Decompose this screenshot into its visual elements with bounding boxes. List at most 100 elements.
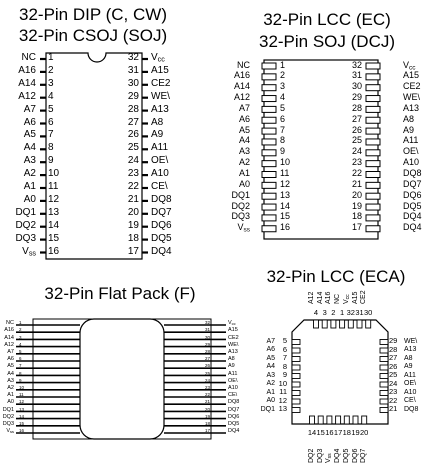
eca-left-pin-pad [291,364,301,371]
flatpack-right-pin-number: 23 [204,385,210,391]
dip-right-pin-name: CE\ [151,181,168,192]
eca-top-pin-name: NC [334,293,342,304]
dip-right-pin-name: A11 [151,142,169,154]
lcc-right-pin-pad [365,62,381,70]
dip-right-pin-number: 27 [127,116,139,128]
lcc-right-pin-number: 28 [351,102,362,113]
lcc-right-pin-pad [365,160,381,168]
eca-bottom-pin-pad [326,415,333,425]
dip-left-pin-number: 12 [48,193,60,205]
lcc-left-pin-number: 8 [280,135,286,146]
lcc-left-pin-pad [261,160,277,168]
flatpack-left-pin-number: 6 [19,356,22,362]
dip-title-line2: 32-Pin CSOJ (SOJ) [18,26,168,45]
eca-right-pin-pad [379,373,389,379]
dip-right-pin-number: 22 [127,181,139,192]
eca-left-pin-number: 5 [282,336,287,346]
eca-left-pin-name: DQ1 [260,405,275,413]
dip-right-pin-name: WE\ [151,90,170,102]
lcc-left-pin-number: 9 [280,146,286,157]
dip-right-pin-name: DQ5 [151,232,172,244]
eca-left-pin-name: A6 [266,346,275,353]
eca-right-pin-pad [379,339,389,345]
dip-right-pin-number: 26 [127,129,139,141]
flatpack-right-pin-name: CE2 [228,334,239,341]
dip-right-pin-name: A10 [151,168,169,180]
lcc-right-pin-name: A11 [403,135,419,146]
eca-top-pin-name: A15 [351,291,359,304]
lcc-right-pin-number: 19 [351,200,362,211]
lcc-right-pin-pad [365,127,381,135]
lcc-right-pin-number: 21 [351,178,362,189]
dip-right-pin-name: DQ7 [151,206,172,218]
eca-top-pin-number: 2 [331,308,336,318]
eca-bottom-pin-number: 16 [325,428,334,438]
lcc-title-line1: 32-Pin LCC (EC) [263,10,391,29]
dip-left-pin-name: A0 [23,193,36,205]
flatpack-left-pin-name: DQ1 [2,406,14,413]
lcc-left-pin-name: A4 [238,135,250,146]
dip-left-pin-name: A7 [23,103,36,115]
eca-left-pin-number: 7 [282,353,287,363]
dip-right-pin-name: Vcc [151,52,165,64]
eca-bottom-pin-number: 17 [333,428,343,438]
lcc-right-pin-number: 31 [351,70,362,81]
eca-top-pin-name: CE2 [360,290,368,304]
lcc-left-pin-name: A12 [233,92,250,103]
lcc-right-pin-number: 30 [351,81,362,92]
lcc-left-pin-name: A5 [238,124,250,135]
dip-left-pin-number: 11 [48,181,59,192]
lcc-left-pin-number: 7 [280,124,286,135]
lcc-right-pin-pad [365,73,381,81]
eca-right-pin-number: 28 [389,344,398,354]
dip-left-pin-name: A14 [18,77,36,89]
flatpack-right-pin-name: OE\ [228,377,238,384]
flatpack-left-pin-number: 1 [19,320,22,326]
flatpack-right-pin-number: 19 [204,413,210,419]
eca-right-pin-number: 29 [389,336,398,346]
flatpack-right-pin-number: 28 [204,349,210,355]
eca-right-pin-name: A13 [404,346,417,353]
lcc-left-pin-name: Vss [237,222,250,234]
flatpack-left-pin-name: A2 [7,385,14,392]
lcc-left-pin-pad [261,105,277,113]
flatpack-right-pin-name: DQ5 [228,421,240,428]
lcc-right-pin-pad [365,192,381,200]
dip-right-pin-number: 29 [127,90,139,102]
lcc-right-pin-name: A15 [403,70,420,81]
lcc-right-pin-name: WE\ [403,92,420,103]
eca-right-pin-number: 24 [389,378,398,388]
eca-right-pin-name: WE\ [404,337,418,345]
flatpack-title: 32-Pin Flat Pack (F) [44,284,196,303]
lcc-left-pin-number: 6 [280,113,286,124]
eca-right-pin-name: A10 [404,388,417,396]
flatpack-left-pin-number: 8 [19,370,22,376]
flatpack-left-pin-number: 15 [19,421,25,427]
eca-right-pin-name: CE\ [404,397,416,404]
flatpack-right-pin-name: A10 [228,385,238,392]
flatpack-right-pin-name: A8 [228,356,235,363]
flatpack-right-pin-name: WE\ [228,341,239,348]
flatpack-left-pin-name: A5 [7,363,14,370]
eca-left-pin-pad [291,407,301,413]
dip-left-pin-name: A6 [23,116,36,128]
dip-left-pin-name: A16 [18,64,36,76]
eca-left-pin-name: A5 [266,354,275,362]
dip-left-pin-number: 2 [48,64,54,76]
eca-top-pin-pad [313,319,319,329]
dip-left-pin-name: A2 [23,168,36,180]
eca-right-pin-pad [379,364,389,371]
dip-right-pin-number: 28 [127,103,139,115]
dip-left-pin-number: 16 [48,245,60,257]
lcc-right-pin-pad [365,225,381,233]
lcc-left-pin-number: 14 [280,200,291,211]
eca-right-pin-name: OE\ [404,380,417,387]
eca-top-pin-name: A16 [325,291,333,304]
lcc-left-pin-number: 3 [280,81,286,92]
lcc-left-pin-number: 15 [280,211,291,222]
dip-left-pin-name: A5 [23,129,36,141]
dip-left-pin-number: 13 [48,206,60,218]
dip-left-pin-number: 1 [48,52,54,63]
eca-top-pin-pad [347,319,354,329]
flatpack-left-pin-number: 5 [19,349,22,355]
